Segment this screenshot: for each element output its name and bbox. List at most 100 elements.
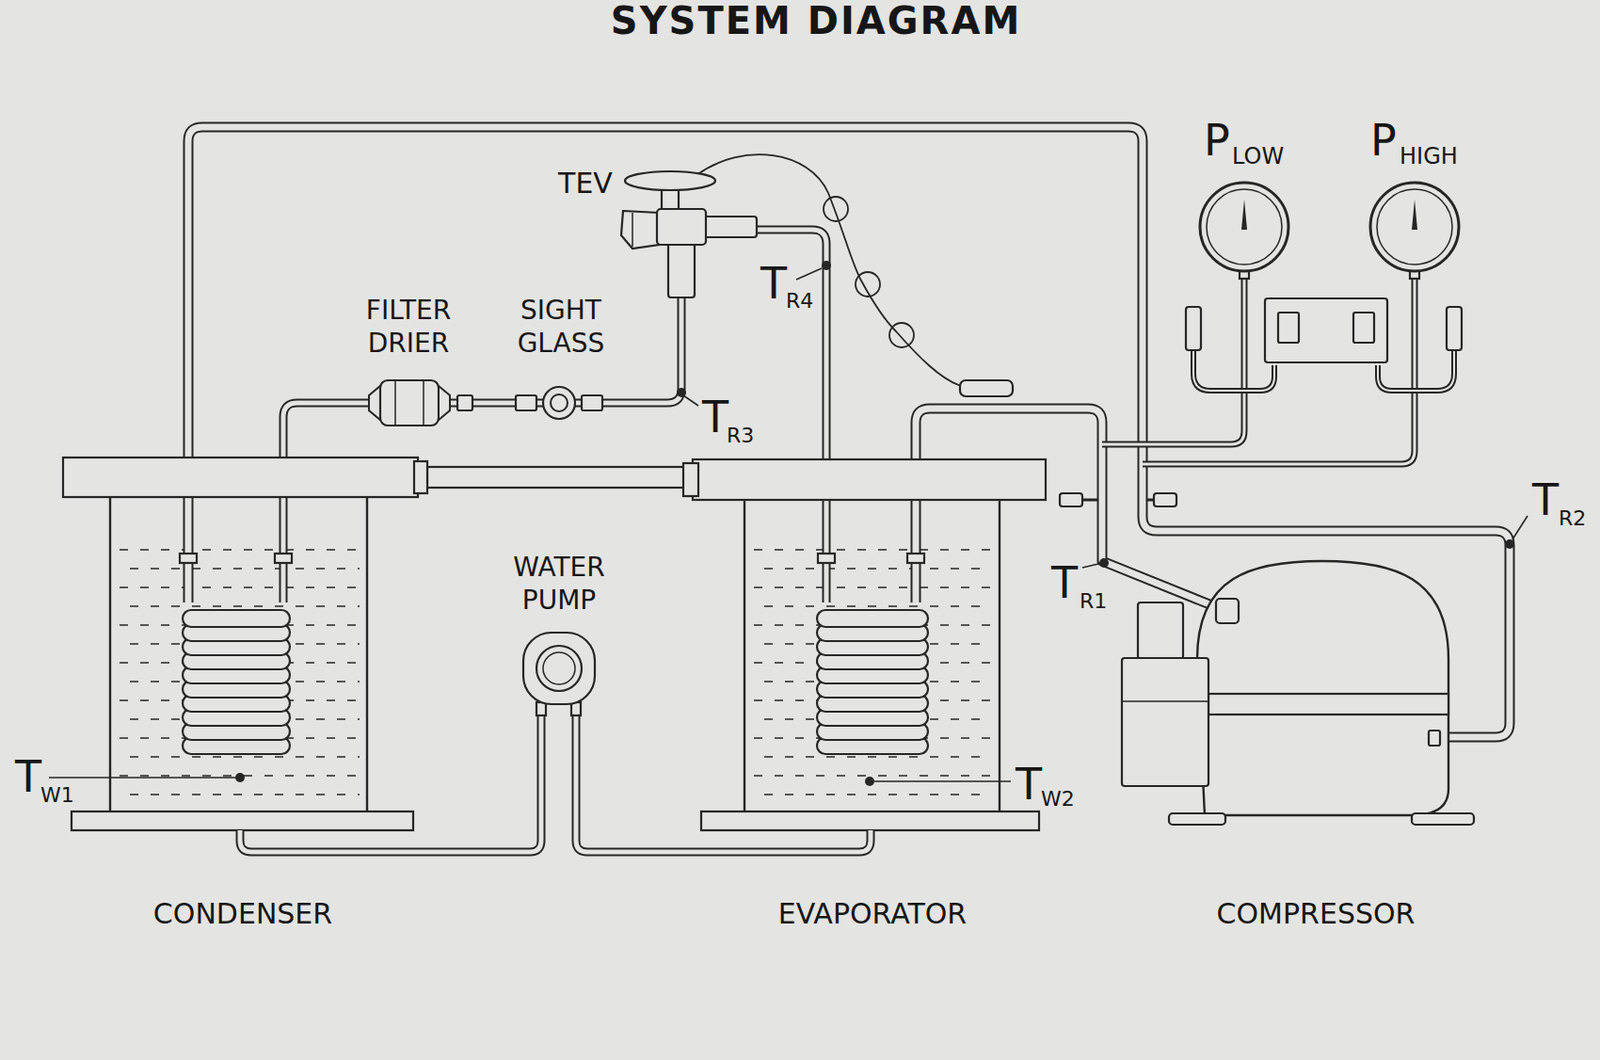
sensor-symbol: T [1532, 478, 1559, 522]
sensor-symbol: T [15, 754, 42, 799]
leader-line [48, 776, 236, 779]
leader-line [796, 268, 822, 280]
gauge-needle [1241, 199, 1248, 230]
capillary-loop [823, 196, 848, 222]
gauge-line-bore [1193, 348, 1245, 391]
sensor-symbol: P [1203, 118, 1231, 162]
gauge-line-bore [1244, 365, 1275, 391]
tank-wall [743, 496, 746, 814]
tev-nut-edge [631, 212, 634, 247]
leader-line [1082, 563, 1099, 568]
sensor-subscript: R3 [726, 425, 754, 447]
water-dash [129, 793, 360, 796]
leader-line [683, 395, 699, 406]
part-label: TEV [558, 169, 613, 198]
drier-rib [394, 380, 397, 426]
header-cap [683, 463, 699, 496]
coil-turn [182, 609, 290, 627]
water-dash [753, 548, 992, 551]
water-dash [129, 567, 360, 570]
gauge-line [1377, 365, 1415, 391]
suction-port [1216, 598, 1239, 624]
sensor-symbol: T [760, 261, 787, 305]
tev-head [624, 171, 716, 191]
tank-wall [998, 496, 1001, 814]
water-dash [764, 605, 992, 608]
gauge-line-bore [1414, 348, 1455, 391]
water-dash [119, 586, 360, 589]
pressure-switch [1264, 298, 1388, 363]
sensor-symbol: T [702, 395, 729, 439]
gauge-dial [1206, 189, 1282, 265]
drier-end [368, 385, 381, 420]
sensor-dot [235, 772, 245, 783]
gauge-dial [1376, 189, 1453, 265]
pipe-fitting [179, 553, 197, 563]
sensor-dot [1099, 558, 1109, 568]
flare-nut [515, 395, 537, 411]
compressor-foot [1168, 813, 1226, 825]
capillary-loop [889, 322, 914, 348]
compressor-band [1208, 693, 1449, 715]
liquid-pipe [283, 402, 369, 603]
diagram-title: SYSTEM DIAGRAM [610, 1, 1022, 40]
coil-turn [816, 609, 928, 627]
flare-nut [457, 395, 473, 411]
sight-glass-window [550, 394, 568, 412]
discharge-port [1428, 730, 1440, 746]
water-dash [129, 605, 360, 608]
evaporator-inlet-pipe-bore [756, 229, 827, 603]
base-plate [71, 811, 414, 831]
sensor-symbol: P [1370, 118, 1397, 162]
pipe-fitting [907, 553, 925, 563]
sensor-dot [1504, 539, 1515, 549]
sight-glass [543, 386, 576, 419]
tev-inlet [668, 240, 695, 298]
gauge-line [1102, 274, 1245, 445]
header-pipe [427, 466, 691, 488]
terminal-box-edge [1121, 700, 1209, 703]
water-dash [764, 793, 992, 796]
pressure-gauge [1370, 182, 1459, 272]
sensor-symbol: T [1015, 762, 1042, 806]
header-cap [414, 461, 428, 494]
water-dash [119, 548, 360, 551]
part-label: FILTER DRIER [347, 293, 470, 360]
sensor-dot [821, 260, 832, 271]
component-name: EVAPORATOR [778, 899, 967, 928]
compressor-relay [1137, 602, 1184, 659]
filter-drier [380, 380, 439, 426]
pressure-transducer [1446, 306, 1462, 351]
sensor-subscript: R4 [785, 290, 814, 312]
condenser-header [63, 457, 418, 497]
service-valve [1059, 493, 1083, 507]
drier-rib [422, 380, 425, 426]
suction-pipe-bore [915, 408, 1224, 610]
water-dash [129, 755, 360, 758]
part-label: WATER PUMP [493, 550, 625, 617]
liquid-pipe-bore [448, 293, 682, 403]
gauge-line [1414, 348, 1455, 391]
water-pump [523, 632, 595, 704]
pipe-fitting [817, 553, 835, 563]
component-name: COMPRESSOR [1216, 899, 1416, 928]
liquid-pipe [448, 293, 682, 403]
pressure-transducer [1185, 306, 1201, 351]
compressor-shell [1197, 560, 1449, 816]
part-label: SIGHT GLASS [499, 293, 623, 360]
capillary-loop [855, 272, 880, 297]
component-name: CONDENSER [153, 899, 333, 928]
water-dash [764, 567, 992, 570]
tev-outlet [704, 216, 757, 238]
switch-window [1278, 312, 1299, 343]
pressure-gauge [1200, 182, 1289, 272]
sensor-dot [864, 776, 875, 786]
gauge-line-bore [1377, 365, 1415, 391]
leader-line [1512, 515, 1528, 540]
tev-body [656, 208, 706, 245]
gauge-needle [1411, 199, 1418, 230]
pipe-fitting [274, 553, 292, 563]
pump-rotor [543, 652, 576, 685]
gauge-line [1244, 365, 1275, 391]
